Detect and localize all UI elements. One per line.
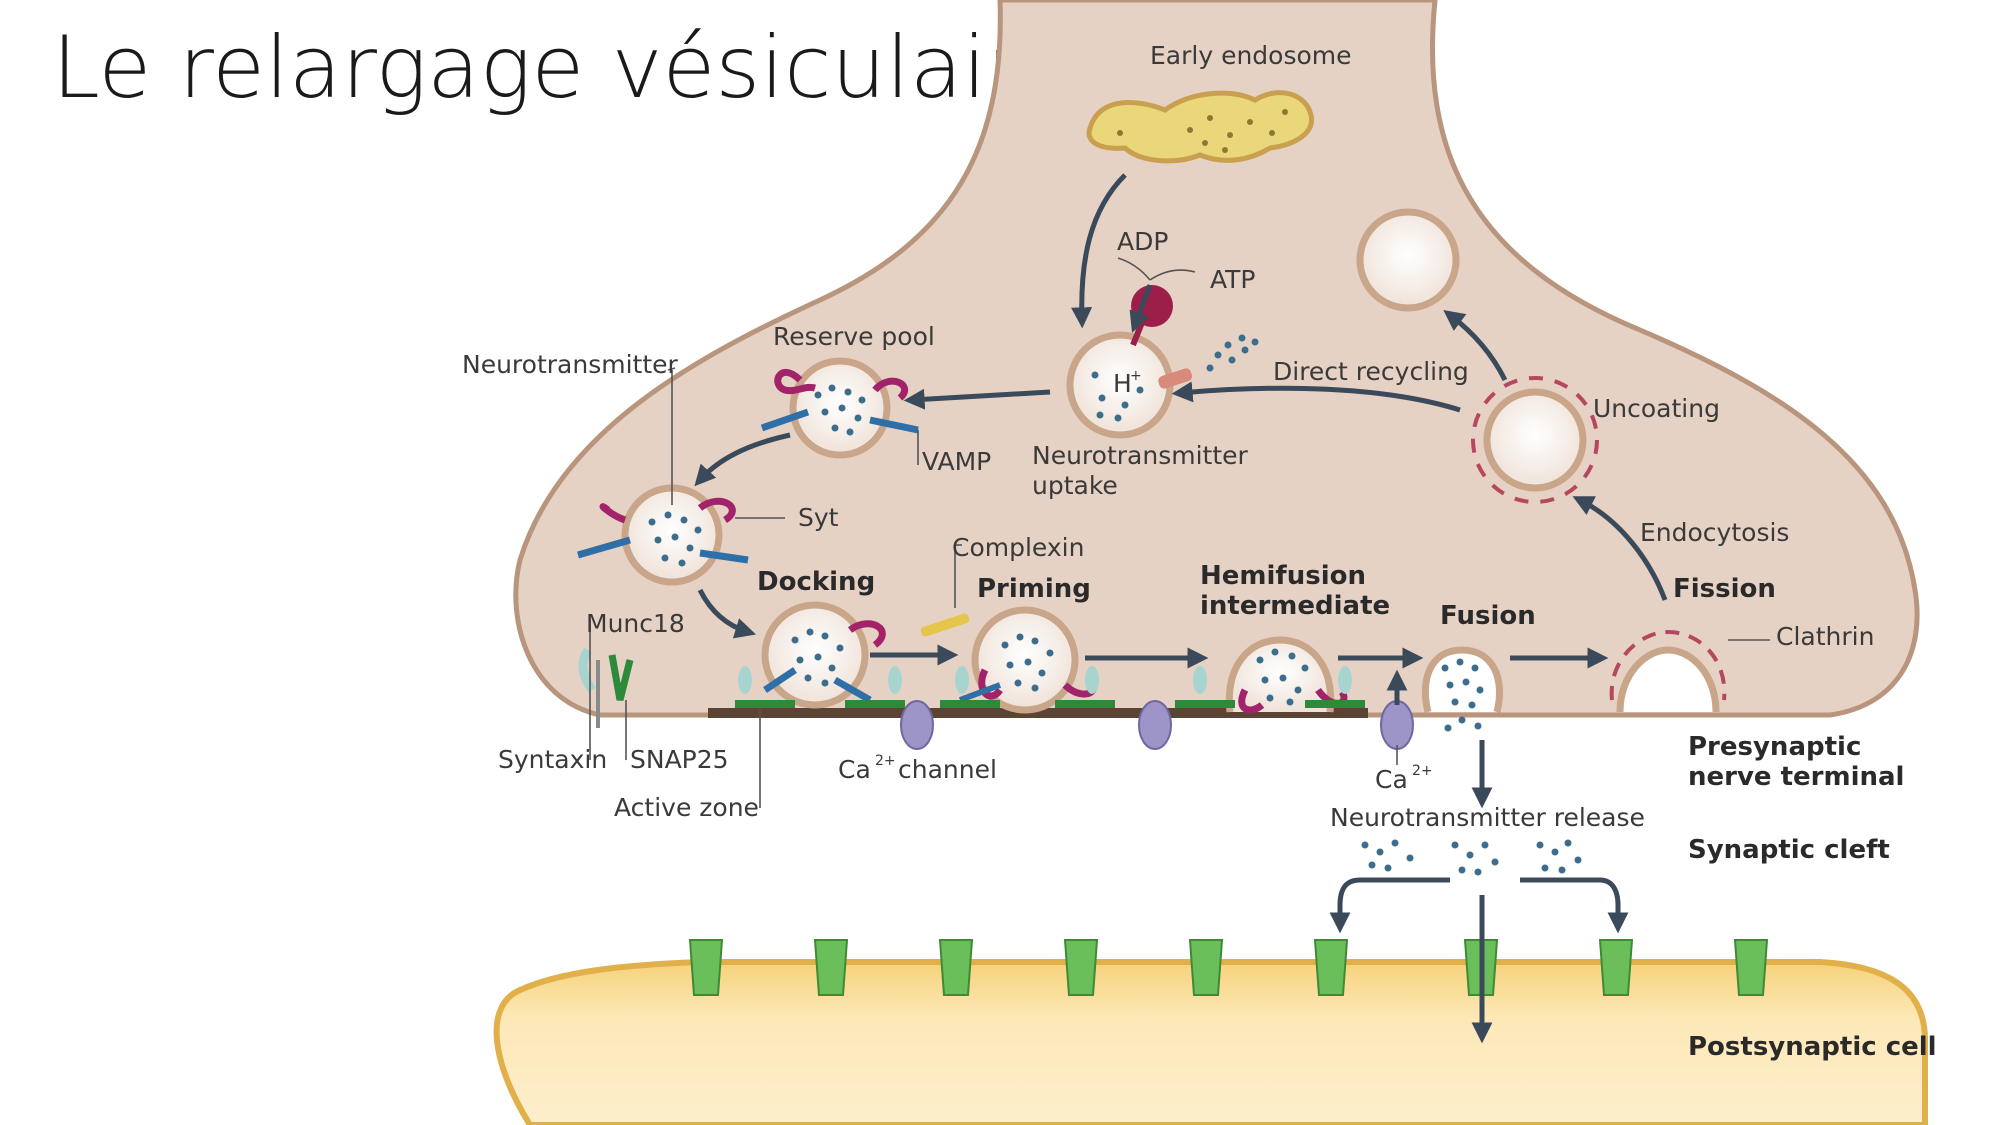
label-direct-recycling: Direct recycling bbox=[1273, 357, 1469, 386]
priming-vesicle bbox=[958, 606, 1098, 714]
label-munc18: Munc18 bbox=[586, 609, 685, 638]
syt-vesicle bbox=[577, 484, 749, 586]
hemifusion-vesicle bbox=[1225, 636, 1348, 714]
uptake-vesicle bbox=[1066, 331, 1174, 439]
postsynaptic-cell bbox=[493, 959, 1928, 1125]
recycled-vesicle bbox=[1356, 208, 1460, 312]
reserve-pool-vesicle bbox=[760, 357, 919, 459]
label-atp: ATP bbox=[1210, 265, 1256, 294]
leader-lines bbox=[589, 367, 1770, 808]
label-fission: Fission bbox=[1673, 574, 1776, 604]
label-h-plus: H bbox=[1113, 369, 1132, 398]
snare-complexes bbox=[735, 666, 1365, 708]
label-ca-channel: channel bbox=[898, 755, 997, 784]
label-clathrin: Clathrin bbox=[1776, 622, 1874, 651]
label-endocytosis: Endocytosis bbox=[1640, 518, 1789, 547]
label-fusion: Fusion bbox=[1440, 601, 1536, 631]
label-neurotransmitter: Neurotransmitter bbox=[462, 350, 679, 379]
early-endosome bbox=[1086, 90, 1315, 164]
label-uptake-1: Neurotransmitter bbox=[1032, 441, 1249, 470]
label-vamp: VAMP bbox=[922, 447, 991, 476]
label-syt: Syt bbox=[798, 503, 839, 532]
fusion-pore bbox=[1421, 646, 1503, 732]
label-hemifusion-2: intermediate bbox=[1200, 591, 1390, 621]
label-adp: ADP bbox=[1117, 227, 1168, 256]
label-presynaptic-1: Presynaptic bbox=[1688, 732, 1861, 762]
active-zone-membrane bbox=[708, 708, 1368, 718]
label-early-endosome: Early endosome bbox=[1150, 41, 1352, 70]
label-ca-channel-ca: Ca bbox=[838, 755, 871, 784]
pathway-arrows bbox=[694, 173, 1668, 1044]
endosome-dots bbox=[1117, 109, 1288, 153]
label-h-plus-sup: + bbox=[1130, 368, 1142, 384]
label-synaptic-cleft: Synaptic cleft bbox=[1688, 835, 1890, 865]
label-complexin: Complexin bbox=[952, 533, 1084, 562]
label-ca-ion: Ca bbox=[1375, 765, 1408, 794]
slide-title: Le relargage vésiculaire bbox=[52, 18, 1073, 118]
label-uncoating: Uncoating bbox=[1593, 394, 1720, 423]
uncoating-vesicle bbox=[1471, 376, 1599, 504]
cleft-neurotransmitter bbox=[1361, 839, 1582, 876]
label-presynaptic-2: nerve terminal bbox=[1688, 762, 1904, 792]
label-active-zone: Active zone bbox=[614, 793, 759, 822]
recycled-dots bbox=[1206, 334, 1259, 372]
complexin-molecule bbox=[920, 613, 970, 637]
label-neurotransmitter-release: Neurotransmitter release bbox=[1330, 803, 1645, 832]
label-syntaxin: Syntaxin bbox=[498, 745, 607, 774]
label-ca-channel-sup: 2+ bbox=[875, 753, 896, 769]
label-docking: Docking bbox=[757, 567, 875, 597]
label-reserve-pool: Reserve pool bbox=[773, 322, 935, 351]
label-uptake-2: uptake bbox=[1032, 471, 1118, 500]
label-snap25: SNAP25 bbox=[630, 745, 729, 774]
vesicular-transporter bbox=[1158, 368, 1193, 389]
docking-vesicle bbox=[761, 601, 886, 709]
fission-pit bbox=[1609, 629, 1727, 713]
ca-channels bbox=[900, 700, 1414, 750]
label-priming: Priming bbox=[977, 574, 1091, 604]
label-hemifusion-1: Hemifusion bbox=[1200, 561, 1366, 591]
label-postsynaptic-cell: Postsynaptic cell bbox=[1688, 1032, 1937, 1062]
postsynaptic-receptors bbox=[688, 939, 1769, 996]
label-ca-ion-sup: 2+ bbox=[1412, 763, 1433, 779]
